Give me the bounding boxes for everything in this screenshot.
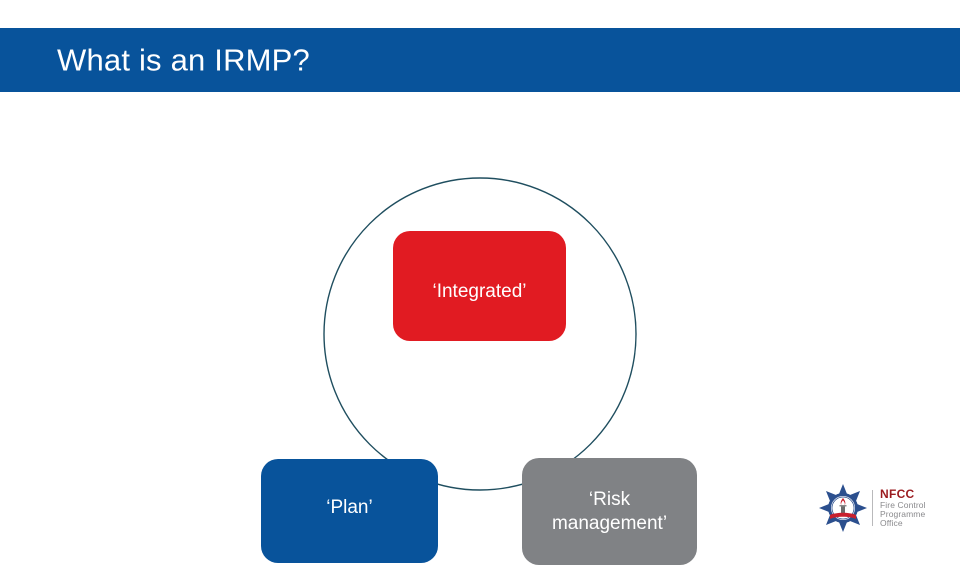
cycle-circle-arc [323, 177, 637, 491]
node-plan-label: ‘Plan’ [326, 497, 373, 519]
nfcc-logo: NFCC Fire Control Programme Office [818, 482, 950, 534]
fire-service-badge-icon [819, 484, 867, 532]
node-risk-management[interactable]: ‘Risk management’ [522, 458, 697, 565]
page-title: What is an IRMP? [57, 42, 311, 78]
node-integrated-label: ‘Integrated’ [432, 280, 527, 302]
node-plan[interactable]: ‘Plan’ [261, 459, 438, 563]
nfcc-wordmark: NFCC Fire Control Programme Office [880, 488, 950, 528]
nfcc-acronym: NFCC [880, 487, 915, 502]
irmp-cycle-diagram: ‘Integrated’ ‘Plan’ ‘Risk management’ [0, 92, 960, 565]
nfcc-subtitle-line1: Fire Control [880, 499, 926, 510]
logo-divider [872, 490, 873, 526]
node-risk-management-label: ‘Risk management’ [551, 489, 668, 534]
nfcc-subtitle-line2: Programme Office [880, 508, 926, 528]
title-banner: What is an IRMP? [0, 28, 960, 92]
node-integrated[interactable]: ‘Integrated’ [393, 231, 566, 341]
